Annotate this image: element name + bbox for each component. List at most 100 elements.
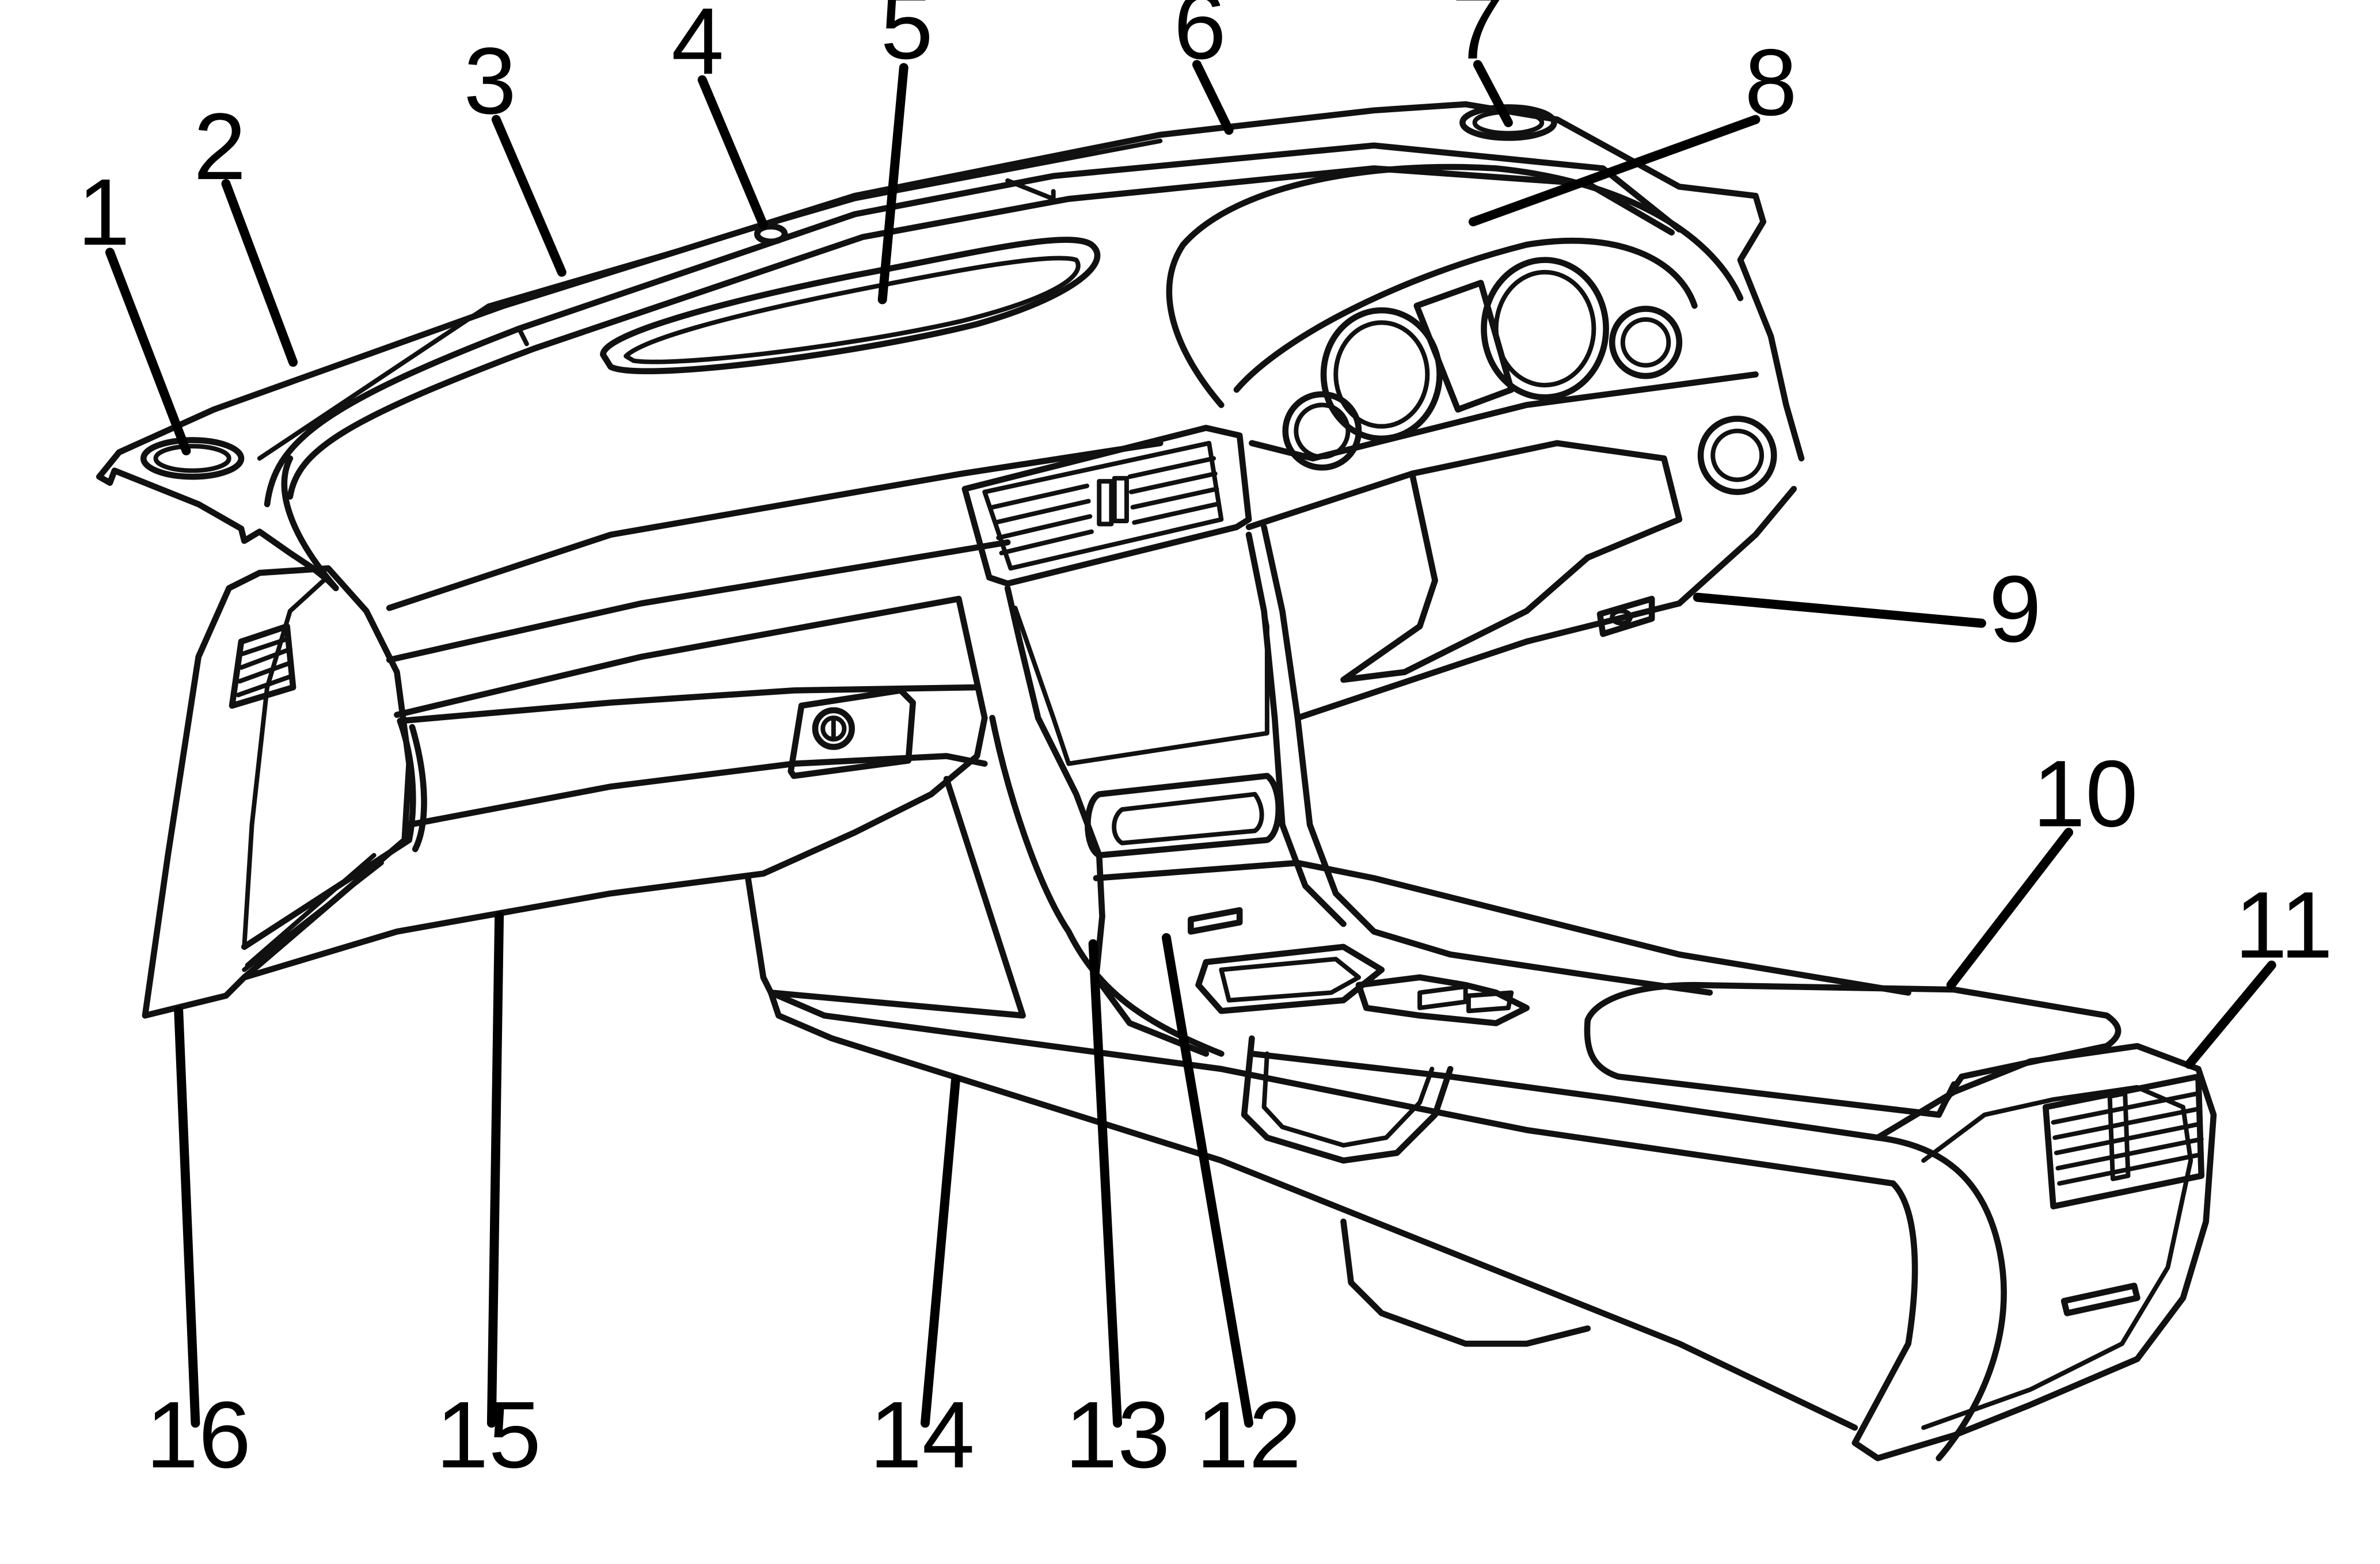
dash-parting-line [257,138,1163,461]
leader-2 [221,179,298,367]
stack-storage-slot [1085,773,1282,859]
dash-mid-face [386,539,1011,663]
left-end-trim [142,565,412,1019]
center-stack-right-edge [1261,524,1713,996]
callout-7: 7 [1451,0,1504,79]
gauge-right-inner [1493,269,1596,388]
cupholder-front-inner [1219,957,1361,1003]
right-tweeter-outer [1459,104,1557,141]
console-lower-side [767,990,1896,1187]
dash-knee-mid [406,753,988,828]
console-rear-panel [1851,1042,2217,1462]
leader-11 [2184,960,2276,1070]
console-base-step [1340,1218,1591,1347]
leader-lines [105,60,2276,1428]
gauge-small-right-outer [1609,306,1683,379]
leader-4 [697,75,768,230]
speaker-grille-outer [600,237,1101,375]
dash-knee-lower [241,595,988,981]
right-side-vent-outer [1697,416,1777,495]
left-side-vent-louvres [235,636,292,698]
callout-9: 9 [1989,556,2041,662]
gauge-left-inner [1333,320,1430,429]
center-vent-control-right [1112,475,1129,524]
console-switch-1 [1417,984,1468,1010]
glovebox-lock-outer [812,707,855,750]
dash-right-switch-button [1610,608,1633,626]
dash-upper-crease-2 [287,165,1675,500]
callout-2: 2 [193,93,246,199]
leader-12 [1161,933,1254,1428]
dash-knee-upper [397,684,980,724]
dash-left-end [96,467,339,592]
armrest-top [1584,981,2122,1103]
leader-14 [920,1075,960,1428]
dash-knee-edge-2 [409,724,427,853]
console-left-wall [989,714,1225,1057]
console-top-front [1093,859,1911,996]
rear-vent-frame [2042,1073,2205,1209]
console-rear-side [1875,1135,2007,1462]
center-console [745,524,2217,1462]
callout-11: 11 [2235,872,2333,977]
defroster-seam [516,178,1056,347]
leader-16 [174,1006,200,1428]
stack-storage-slot-inner [1112,791,1264,846]
console-rear-panel-inner [1921,1084,2193,1430]
cluster-hood-inner [1233,238,1698,393]
callout-labels: 1 2 3 4 5 6 7 8 9 10 11 12 13 14 15 16 [78,0,2333,1487]
leader-3 [491,115,567,277]
center-vent-control-left [1097,479,1114,527]
gauge-right-outer [1481,257,1609,401]
center-vent-frame [961,425,1252,587]
gauge-left-outer [1320,307,1443,442]
glovebox-lock-housing [788,687,917,779]
callout-1: 1 [78,159,130,265]
gauge-small-right-inner [1620,317,1671,368]
left-tweeter-outer [140,437,245,480]
leader-10 [1946,828,2074,990]
armrest-front [1584,1017,1957,1118]
instrument-panel [96,101,1805,1019]
left-tweeter-inner [153,444,231,473]
console-switch-2 [1466,990,1514,1014]
callout-3: 3 [463,28,516,134]
console-side-pocket-inner [1261,1051,1435,1148]
cluster-hood [1166,163,1744,408]
leader-5 [877,63,908,305]
leader-8 [1468,115,1761,227]
leader-13 [1088,939,1122,1428]
speaker-grille-inner [623,256,1081,364]
rear-console-slot [2060,1283,2141,1316]
steering-column-cover [1340,470,1591,683]
leader-9 [1693,592,1986,628]
callout-8: 8 [1744,29,1797,135]
callout-4: 4 [671,0,724,94]
callout-16: 16 [146,1382,251,1487]
dash-right-lower-edge [1294,486,1797,721]
callout-10: 10 [2033,740,2138,846]
console-rear-edge [1851,1180,1918,1446]
dash-lower-face [386,440,1164,611]
leader-1 [105,248,191,456]
callout-12: 12 [1196,1382,1302,1487]
console-switch-bank [1355,974,1530,1026]
left-end-trim-inner [242,578,384,972]
center-stack-inner [1013,547,1269,766]
leader-7 [1473,60,1513,127]
rear-vent-thumbwheel [2107,1091,2131,1181]
callout-15: 15 [436,1382,541,1487]
stack-small-switch [1188,907,1243,935]
callout-5: 5 [880,0,933,79]
dash-mid-face-2 [394,595,962,718]
right-side-vent-inner [1710,428,1765,482]
leader-15 [486,911,504,1428]
leader-6 [1192,60,1234,135]
console-front-panel [745,775,1026,1019]
dash-knee-edge [241,718,416,950]
dash-right-lower [1249,371,1759,462]
callout-14: 14 [869,1382,975,1487]
dash-right-switch [1596,595,1655,637]
dash-right-face [1245,440,1683,561]
